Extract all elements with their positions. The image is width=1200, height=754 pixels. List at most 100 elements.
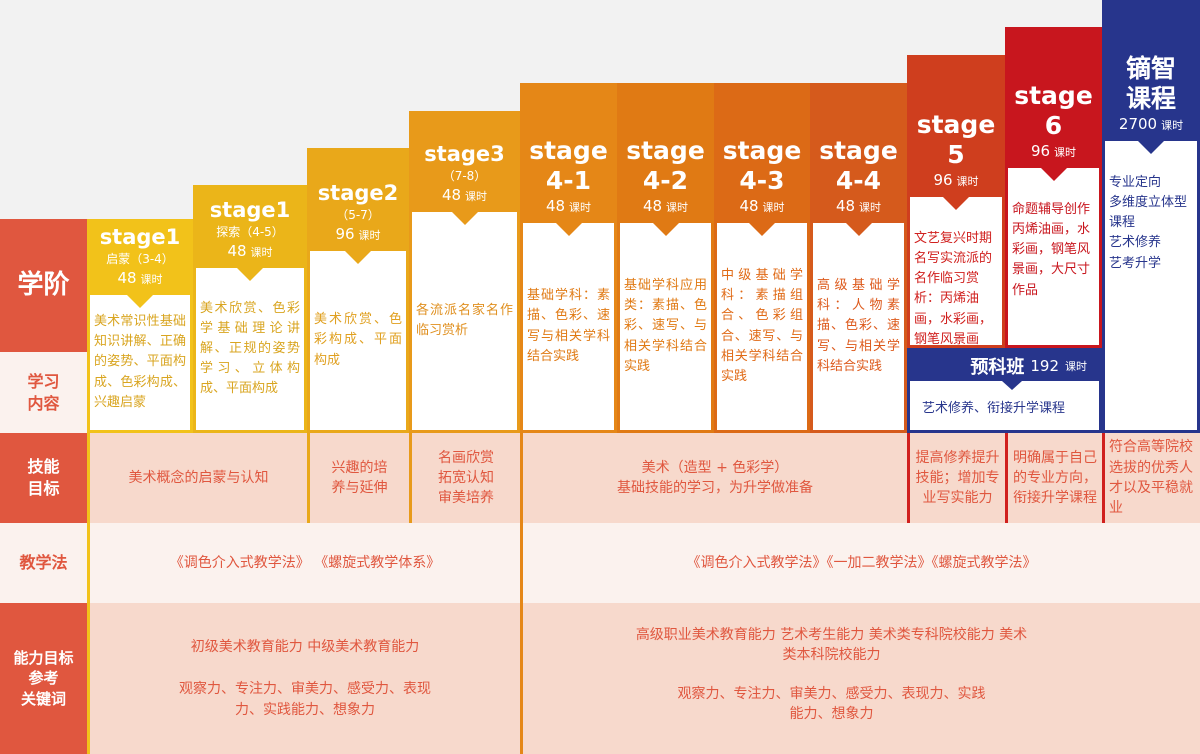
- stage-hours-value: 96: [933, 171, 953, 189]
- stage-arrow-icon: [1138, 141, 1164, 154]
- stage-hours-unit: 课时: [1054, 146, 1077, 159]
- stage-content: 美术欣赏、色彩学基础理论讲解、正规的姿势学习、立体构成、平面构成: [193, 268, 307, 433]
- ability-level: 初级美术教育能力 中级美术教育能力: [190, 639, 420, 656]
- stage-content-text: 专业定向 多维度立体型课程 艺术修养 艺考升学: [1109, 175, 1188, 271]
- stage-title: stage 4-3: [722, 136, 802, 195]
- stage-arrow-icon: [652, 223, 679, 236]
- skill-cell: 符合高等院校选拔的优秀人才以及平稳就业: [1102, 433, 1200, 523]
- stage-content-text: 美术常识性基础知识讲解、正确的姿势、平面构成、色彩构成、兴趣启蒙: [94, 314, 186, 410]
- prep-class-unit: 课时: [1065, 360, 1087, 373]
- stage-subtitle: 探索（4-5）: [216, 225, 284, 239]
- skill-cell: 提高修养提升技能；增加专业写实能力: [907, 433, 1005, 523]
- stage-arrow-icon: [237, 268, 263, 281]
- prep-class-hours: 192: [1030, 357, 1059, 375]
- stage-hours-unit: 课时: [859, 201, 882, 214]
- row-label-stage: 学阶: [0, 219, 87, 352]
- skill-cell: 名画欣赏 拓宽认知 审美培养: [409, 433, 520, 523]
- stage-hours-unit: 课时: [956, 175, 979, 188]
- ability-cell: 初级美术教育能力 中级美术教育能力 观察力、专注力、审美力、感受力、表现 力、实…: [87, 603, 520, 754]
- stage-hours-unit: 课时: [666, 201, 689, 214]
- skill-cell: 美术概念的启蒙与认知: [87, 433, 307, 523]
- stage-content-text: 中级基础学科：素描组合、色彩组合、速写、与相关学科结合实践: [721, 268, 803, 384]
- stage-hours-value: 48: [227, 242, 247, 260]
- stage-content-text: 美术欣赏、色彩学基础理论讲解、正规的姿势学习、立体构成、平面构成: [200, 300, 300, 397]
- prep-class-box: 预科班 192 课时 艺术修养、衔接升学课程: [907, 348, 1102, 433]
- stage-arrow-icon: [555, 223, 582, 236]
- stage-hours-value: 48: [642, 197, 663, 215]
- stage-content: 中级基础学科：素描组合、色彩组合、速写、与相关学科结合实践: [714, 223, 810, 433]
- stage-hours-value: 2700: [1118, 115, 1158, 133]
- stage-hours-unit: 课时: [762, 201, 785, 214]
- stage-hours-value: 96: [1030, 142, 1051, 160]
- stage-arrow-icon: [749, 223, 775, 236]
- stage-hours-value: 48: [441, 186, 462, 204]
- prep-class-content: 艺术修养、衔接升学课程: [922, 401, 1066, 416]
- stage-content: 基础学科：素描、色彩、速写与相关学科结合实践: [520, 223, 617, 433]
- stage-arrow-icon: [943, 197, 969, 210]
- prep-class-header: 预科班 192 课时: [910, 351, 1099, 381]
- stage-hours-value: 48: [835, 197, 856, 215]
- prep-class-title: 预科班: [970, 357, 1025, 378]
- row-label-content: 学习 内容: [0, 352, 87, 433]
- stage-hours-unit: 课时: [569, 201, 592, 214]
- stage-content: 文艺复兴时期名写实流派的名作临习赏析：丙烯油画，水彩画，钢笔风景画: [907, 197, 1005, 348]
- stage-content-text: 各流派名家名作临习赏析: [416, 302, 513, 338]
- stage-content: 命题辅导创作丙烯油画，水彩画，钢笔风景画，大尺寸作品: [1005, 168, 1102, 348]
- stage-title: stage 6: [1014, 81, 1093, 140]
- row-label-skill: 技能 目标: [0, 433, 87, 523]
- stage-arrow-icon: [845, 223, 872, 236]
- ability-cell: 高级职业美术教育能力 艺术考生能力 美术类专科院校能力 美术 类本科院校能力 观…: [520, 603, 1200, 754]
- stage-content: 美术欣赏、色彩构成、平面构成: [307, 251, 409, 433]
- stage-content-text: 基础学科：素描、色彩、速写与相关学科结合实践: [527, 288, 610, 364]
- skill-cell: 明确属于自己的专业方向，衔接升学课程: [1005, 433, 1102, 523]
- stage-title: 镝智 课程: [1125, 54, 1176, 113]
- stage-hours-unit: 课时: [250, 246, 273, 259]
- skill-cell: 美术（造型 + 色彩学） 基础技能的学习，为升学做准备: [520, 433, 907, 523]
- stage-content-text: 命题辅导创作丙烯油画，水彩画，钢笔风景画，大尺寸作品: [1012, 202, 1091, 298]
- stage-hours-value: 48: [739, 197, 759, 215]
- stage-content-text: 高级基础学科：人物素描、色彩、速写、与相关学科结合实践: [817, 278, 900, 374]
- stage-content: 高级基础学科：人物素描、色彩、速写、与相关学科结合实践: [810, 223, 907, 433]
- stage-arrow-icon: [127, 295, 153, 308]
- stage-hours-unit: 课时: [140, 273, 163, 286]
- stage-arrow-icon: [1040, 168, 1067, 181]
- stage-title: stage3: [424, 141, 505, 166]
- stage-hours-value: 96: [335, 225, 355, 243]
- row-label-method: 教学法: [0, 523, 87, 603]
- stage-title: stage 4-2: [626, 136, 705, 195]
- stage-title: stage 5: [916, 110, 996, 169]
- stage-content: 基础学科应用类：素描、色彩、速写、与相关学科结合实践: [617, 223, 714, 433]
- stage-title: stage 4-1: [529, 136, 608, 195]
- stage-content-text: 文艺复兴时期名写实流派的名作临习赏析：丙烯油画，水彩画，钢笔风景画: [914, 231, 993, 347]
- stage-subtitle: 启蒙（3-4）: [106, 252, 174, 266]
- stage-content-text: 基础学科应用类：素描、色彩、速写、与相关学科结合实践: [624, 278, 707, 374]
- stage-title: stage1: [209, 197, 291, 222]
- ability-keywords: 观察力、专注力、审美力、感受力、表现 力、实践能力、想象力: [179, 681, 431, 718]
- stage-hours-unit: 课时: [358, 229, 381, 242]
- stage-subtitle: （5-7）: [336, 208, 380, 222]
- stage-content-text: 美术欣赏、色彩构成、平面构成: [314, 312, 402, 368]
- stage-hours-value: 48: [545, 197, 566, 215]
- stage-arrow-icon: [451, 212, 478, 225]
- prep-arrow-icon: [1002, 381, 1022, 390]
- method-cell: 《调色介入式教学法》《一加二教学法》《螺旋式教学法》: [520, 523, 1200, 603]
